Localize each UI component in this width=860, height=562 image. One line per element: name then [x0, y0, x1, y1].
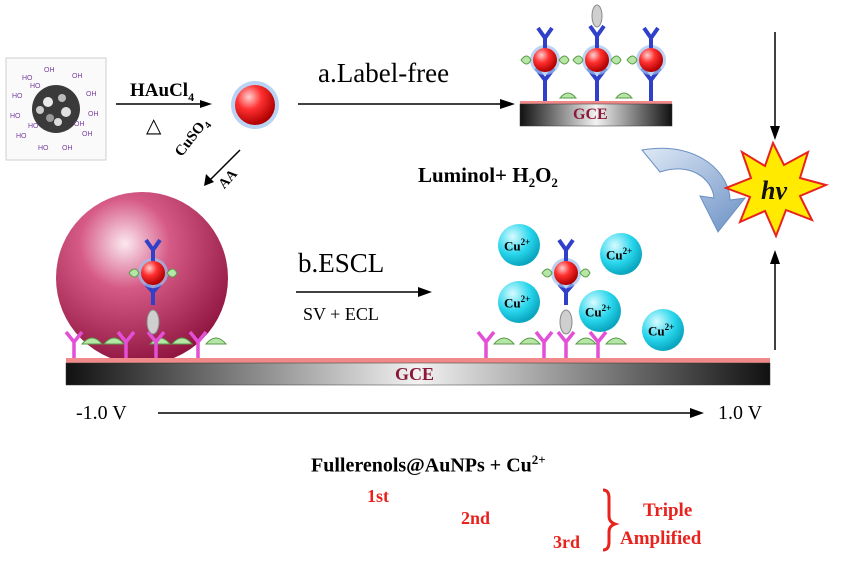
svg-text:OH: OH — [44, 67, 55, 74]
gold-nanoparticle — [231, 81, 279, 129]
svg-text:OH: OH — [82, 131, 93, 138]
cu-ion-label: Cu2+ — [504, 237, 531, 254]
escl-title: b.ESCL — [298, 248, 385, 278]
svg-text:OH: OH — [62, 145, 73, 152]
svg-text:HO: HO — [30, 83, 41, 90]
cu-ion-label: Cu2+ — [585, 303, 612, 320]
escl-arrow — [296, 287, 432, 297]
potential-scan-arrow — [158, 408, 704, 418]
copper-ions — [498, 224, 684, 351]
svg-text:HO: HO — [10, 113, 21, 120]
top-immunocomplexes — [520, 4, 666, 101]
svg-text:HO: HO — [28, 123, 39, 130]
cu-ion-label: Cu2+ — [648, 322, 675, 339]
amplification-second: 2nd — [461, 508, 491, 528]
synthesis-arrow — [116, 100, 212, 108]
cuso4-reduction-arrow — [204, 149, 241, 186]
label-free-title: a.Label-free — [318, 58, 450, 88]
amplified-label: Amplified — [620, 528, 702, 549]
top-gce-label: GCE — [573, 106, 608, 123]
heat-symbol: △ — [146, 115, 162, 137]
bottom-electrode — [65, 358, 771, 386]
triple-bracket — [602, 488, 620, 552]
cu-ion-label: Cu2+ — [504, 294, 531, 311]
luminol-label: Luminol+ H2O2 — [418, 163, 558, 191]
amplification-first: 1st — [367, 486, 389, 506]
capture-antibody-layer-right — [476, 238, 628, 358]
amplification-third: 3rd — [553, 532, 580, 552]
summary-title: Fullerenols@AuNPs + Cu2+ — [311, 452, 546, 477]
capture-antibody-layer-left — [64, 238, 228, 358]
svg-text:OH: OH — [86, 91, 97, 98]
bottom-gce-label: GCE — [395, 364, 435, 384]
light-emission-star — [723, 140, 830, 239]
svg-text:OH: OH — [74, 121, 85, 128]
svg-text:HO: HO — [22, 75, 33, 82]
sv-ecl-label: SV + ECL — [303, 304, 379, 324]
triple-label: Triple — [643, 500, 693, 521]
svg-text:OH: OH — [88, 111, 99, 118]
top-electrode — [519, 101, 673, 127]
cu-ion-label: Cu2+ — [606, 246, 633, 263]
potential-end-label: 1.0 V — [718, 402, 763, 424]
svg-text:HO: HO — [12, 93, 23, 100]
label-free-arrow — [298, 99, 515, 109]
svg-text:HO: HO — [16, 133, 27, 140]
svg-text:OH: OH — [72, 73, 83, 80]
potential-start-label: -1.0 V — [76, 402, 127, 424]
emission-hv-label: hv — [761, 176, 787, 205]
haucl4-label: HAuCl4 — [130, 80, 195, 104]
curved-emission-arrow — [641, 147, 747, 233]
light-arrows — [770, 32, 780, 350]
svg-text:HO: HO — [38, 145, 49, 152]
